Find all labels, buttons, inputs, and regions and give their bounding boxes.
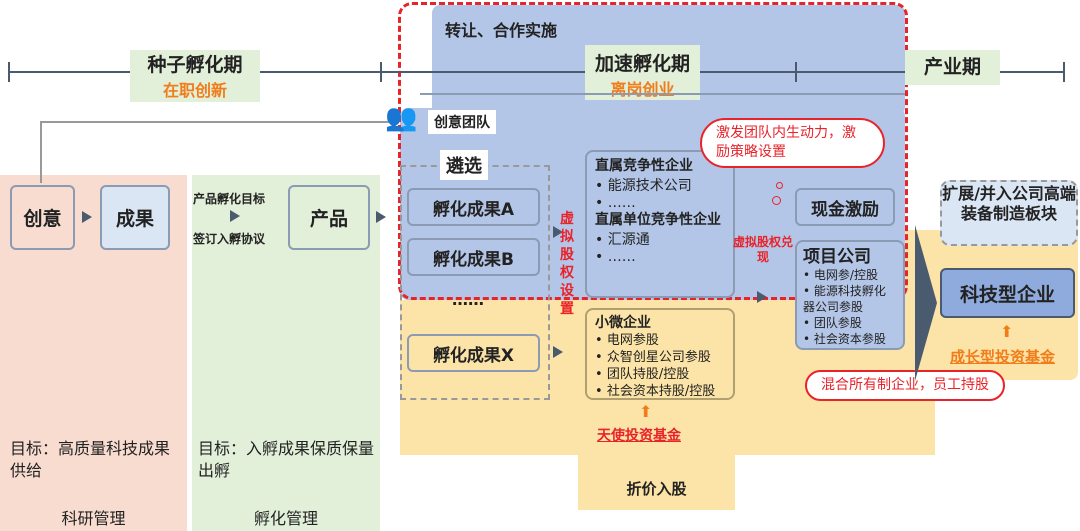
research-mgmt-label: 科研管理 <box>61 509 126 528</box>
list-item: • 社会资本参股 <box>803 332 886 346</box>
result-x-box: 孵化成果X <box>407 334 540 372</box>
discount-label: 折价入股 <box>626 480 687 498</box>
list-item: • 能源科技孵化器公司参股 <box>803 284 886 314</box>
sign-agreement-label: 签订入孵协议 <box>193 232 266 246</box>
accel-title: 加速孵化期 <box>594 53 690 75</box>
arrow-icon <box>553 226 563 238</box>
team-line <box>40 121 390 123</box>
project-company-box: 项目公司 • 电网参/控股 • 能源科技孵化器公司参股 • 团队参股 • 社会资本参股 <box>795 240 905 350</box>
arrow-icon <box>82 211 92 223</box>
virtual-equity-cash-label: 虚拟股权兑现 <box>733 235 794 264</box>
industry-stage-label: 产业期 <box>905 50 1000 85</box>
discount-region <box>578 450 735 510</box>
small-enterprise-box: 小微企业 • 电网参股 • 众智创星公司参股 • 团队持股/控股 • 社会资本持股/控… <box>585 308 735 400</box>
seed-sub: 在职创新 <box>162 81 227 100</box>
idea-box: 创意 <box>10 185 75 250</box>
mixed-ownership-cloud: 混合所有制企业，员工持股 <box>805 370 1005 401</box>
direct-title-2: 直属单位竞争性企业 <box>595 212 721 228</box>
product-goal-label: 产品孵化目标 <box>193 192 266 206</box>
growth-fund-label: 成长型投资基金 <box>950 348 1056 366</box>
team-label: 创意团队 <box>428 110 496 134</box>
small-title: 小微企业 <box>595 315 651 331</box>
list-item: • 电网参股 <box>595 333 659 348</box>
product-box: 产品 <box>288 185 370 250</box>
arrow-icon <box>553 346 563 358</box>
result-a-box: 孵化成果A <box>407 188 540 226</box>
incubation-goal: 目标：入孵成果保质保量出孵 <box>198 439 375 480</box>
ellipsis: …… <box>452 290 484 309</box>
expand-box: 扩展/并入公司高端装备制造板块 <box>940 180 1078 246</box>
seed-stage-label: 种子孵化期 在职创新 <box>130 50 260 102</box>
up-arrow-icon: ⬆ <box>639 402 653 421</box>
direct-item: • 汇源通 <box>595 232 650 248</box>
project-title: 项目公司 <box>803 247 871 267</box>
big-arrow-icon <box>915 225 937 381</box>
list-item: • 众智创星公司参股 <box>595 350 711 365</box>
angel-fund-label: 天使投资基金 <box>597 428 681 444</box>
red-dashed-region <box>398 2 908 300</box>
selection-label: 遴选 <box>440 150 488 180</box>
list-item: • 团队持股/控股 <box>595 367 690 382</box>
tech-enterprise-box: 科技型企业 <box>940 268 1075 318</box>
arrow-icon <box>376 211 386 223</box>
project-list: • 电网参/控股 • 能源科技孵化器公司参股 • 团队参股 • 社会资本参股 <box>803 267 897 347</box>
arrow-icon <box>757 291 767 303</box>
direct-title-1: 直属竞争性企业 <box>595 158 693 174</box>
seed-title: 种子孵化期 <box>147 54 243 76</box>
virtual-equity-setup-label: 虚拟股权设置 <box>560 211 574 317</box>
timeline-line <box>8 71 1065 73</box>
result-b-box: 孵化成果B <box>407 238 540 276</box>
up-arrow-icon: ⬆ <box>1000 322 1014 341</box>
list-item: • 电网参/控股 <box>803 268 878 282</box>
transfer-label: 转让、合作实施 <box>445 21 558 40</box>
arrow-icon <box>230 210 240 222</box>
direct-enterprise-box: 直属竞争性企业 • 能源技术公司 • …… 直属单位竞争性企业 • 汇源通 • … <box>585 150 735 298</box>
team-people-icon: 👥 <box>385 103 418 133</box>
result-box: 成果 <box>100 185 170 250</box>
cash-incentive-box: 现金激励 <box>795 188 895 226</box>
direct-item: • …… <box>595 195 636 211</box>
research-goal: 目标：高质量科技成果供给 <box>10 439 171 480</box>
list-item: • 团队参股 <box>803 316 862 330</box>
list-item: • 社会资本持股/控股 <box>595 384 716 399</box>
direct-item: • 能源技术公司 <box>595 178 692 194</box>
small-list: • 电网参股 • 众智创星公司参股 • 团队持股/控股 • 社会资本持股/控股 <box>595 332 725 400</box>
accel-sub: 离岗创业 <box>610 80 675 99</box>
direct-item: • …… <box>595 249 636 265</box>
accel-stage-label: 加速孵化期 离岗创业 <box>585 45 700 100</box>
incubation-mgmt-label: 孵化管理 <box>253 509 318 528</box>
motivation-cloud: 激发团队内生动力，激励策略设置 <box>700 118 885 168</box>
